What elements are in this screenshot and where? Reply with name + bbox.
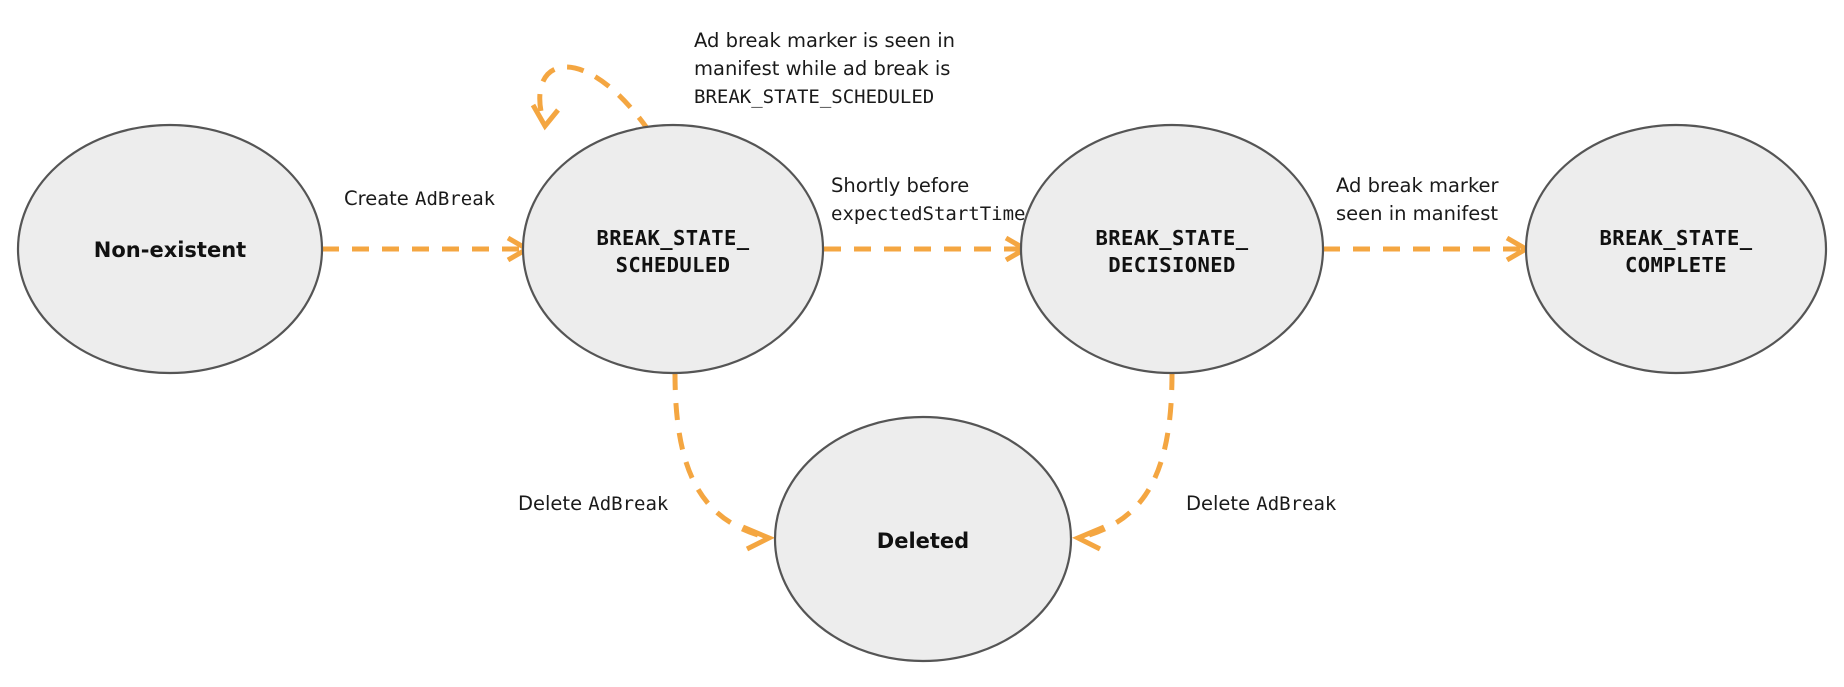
edge-delete-from-decisioned-arrowhead bbox=[1072, 524, 1105, 552]
node-break-state-decisioned[interactable]: BREAK_STATE_ DECISIONED bbox=[1019, 123, 1325, 375]
edge-self-loop-scheduled bbox=[530, 64, 652, 133]
edge-label-delete-left-prefix: Delete bbox=[518, 492, 588, 515]
node-deleted-label: Deleted bbox=[877, 529, 969, 553]
edge-label-delete-right-prefix: Delete bbox=[1186, 492, 1256, 515]
edge-label-shortly-line1: Shortly before bbox=[831, 174, 969, 197]
node-break-state-scheduled-label-line1: BREAK_STATE_ bbox=[597, 226, 750, 250]
node-deleted-shape[interactable] bbox=[773, 415, 1073, 663]
node-deleted[interactable]: Deleted bbox=[773, 415, 1073, 663]
edge-delete-from-scheduled-line bbox=[672, 372, 766, 540]
edge-label-self-loop-line1: Ad break marker is seen in bbox=[694, 29, 955, 52]
edge-delete-from-decisioned-line bbox=[1081, 372, 1175, 540]
node-break-state-scheduled-shape[interactable] bbox=[521, 123, 825, 375]
node-break-state-decisioned-label-line2: DECISIONED bbox=[1108, 253, 1235, 277]
edge-label-delete-left-text: Delete AdBreak bbox=[518, 492, 669, 515]
edge-delete-from-decisioned bbox=[1072, 372, 1175, 552]
edge-delete-from-scheduled bbox=[672, 372, 775, 552]
edge-label-self-loop-line2: manifest while ad break is bbox=[694, 57, 950, 80]
edge-label-delete-from-decisioned: Delete AdBreak bbox=[1186, 492, 1337, 515]
edge-self-loop-scheduled-line bbox=[537, 64, 652, 133]
node-non-existent-shape[interactable] bbox=[16, 123, 324, 375]
edge-label-delete-right-code: AdBreak bbox=[1256, 493, 1337, 515]
edge-delete-from-scheduled-arrowhead bbox=[742, 524, 775, 552]
node-non-existent-label: Non-existent bbox=[94, 238, 246, 262]
edge-label-marker-line1: Ad break marker bbox=[1336, 174, 1500, 197]
edge-label-delete-right-text: Delete AdBreak bbox=[1186, 492, 1337, 515]
node-non-existent[interactable]: Non-existent bbox=[16, 123, 324, 375]
node-break-state-scheduled[interactable]: BREAK_STATE_ SCHEDULED bbox=[521, 123, 825, 375]
edge-label-create-code: AdBreak bbox=[415, 188, 496, 210]
node-break-state-decisioned-shape[interactable] bbox=[1019, 123, 1325, 375]
node-break-state-scheduled-label-line2: SCHEDULED bbox=[616, 253, 731, 277]
edge-label-marker-line2: seen in manifest bbox=[1336, 202, 1498, 225]
edge-label-create-adbreak-text: Create AdBreak bbox=[344, 187, 496, 210]
edge-shortly-before bbox=[824, 235, 1030, 263]
node-break-state-complete[interactable]: BREAK_STATE_ COMPLETE bbox=[1524, 123, 1828, 375]
edge-self-loop-scheduled-arrowhead bbox=[530, 103, 560, 131]
edge-label-marker-seen: Ad break marker seen in manifest bbox=[1336, 174, 1500, 225]
edge-label-create-adbreak: Create AdBreak bbox=[344, 187, 496, 210]
edge-label-delete-left-code: AdBreak bbox=[588, 493, 669, 515]
node-break-state-complete-shape[interactable] bbox=[1524, 123, 1828, 375]
edge-label-create-prefix: Create bbox=[344, 187, 415, 210]
edge-label-delete-from-scheduled: Delete AdBreak bbox=[518, 492, 669, 515]
node-break-state-complete-label-line2: COMPLETE bbox=[1625, 253, 1727, 277]
edge-marker-seen bbox=[1323, 235, 1531, 263]
edge-label-shortly-before: Shortly before expectedStartTime bbox=[831, 174, 1025, 225]
edge-create-adbreak bbox=[322, 235, 532, 263]
node-break-state-complete-label-line1: BREAK_STATE_ bbox=[1600, 226, 1753, 250]
node-break-state-decisioned-label-line1: BREAK_STATE_ bbox=[1096, 226, 1249, 250]
edge-label-shortly-line2: expectedStartTime bbox=[831, 203, 1025, 225]
edge-label-self-loop-scheduled: Ad break marker is seen in manifest whil… bbox=[694, 29, 955, 108]
edge-label-self-loop-line3: BREAK_STATE_SCHEDULED bbox=[694, 86, 934, 108]
